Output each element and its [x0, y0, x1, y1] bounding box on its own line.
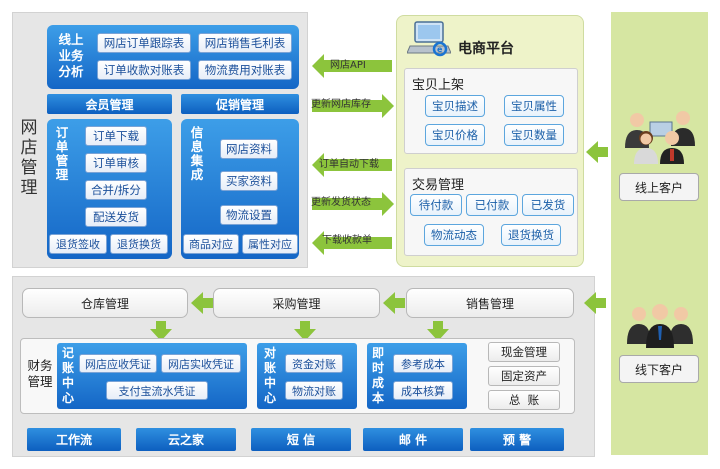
down-arrow-accounting — [150, 321, 172, 341]
reconcile-center-title: 对 账 中 心 — [263, 346, 276, 405]
offline-customers-people-icon — [627, 304, 693, 348]
listing-title: 宝贝上架 — [412, 78, 465, 93]
laptop-icon: e — [407, 21, 451, 57]
promotion-management-bar[interactable]: 促销管理 — [181, 94, 299, 114]
fund-reconcile-button[interactable]: 资金对账 — [285, 354, 343, 373]
paid-button[interactable]: 已付款 — [466, 194, 518, 216]
flow-label-update-shipping: 更新发货状态 — [311, 197, 371, 208]
alert-bar[interactable]: 预 警 — [470, 428, 564, 451]
report-order-payment-button[interactable]: 订单收款对账表 — [97, 60, 191, 80]
cash-management-button[interactable]: 现金管理 — [488, 342, 560, 362]
return-exchange-button[interactable]: 退货换货 — [110, 234, 168, 254]
arrow-download-receipts — [312, 231, 392, 255]
flow-label-download-receipts: 下载收款单 — [322, 235, 372, 246]
order-ship-button[interactable]: 配送发货 — [85, 207, 147, 227]
order-review-button[interactable]: 订单审核 — [85, 153, 147, 173]
arrow-update-stock — [312, 94, 394, 118]
alipay-flow-voucher-button[interactable]: 支付宝流水凭证 — [106, 381, 208, 400]
accounting-center-title: 记 账 中 心 — [61, 346, 74, 405]
trade-return-exchange-button[interactable]: 退货换货 — [501, 224, 561, 246]
shipped-button[interactable]: 已发货 — [522, 194, 574, 216]
svg-text:e: e — [437, 45, 443, 54]
down-arrow-cost — [427, 321, 449, 341]
order-management-title: 订 单 管 理 — [55, 125, 69, 182]
instant-cost-title: 即 时 成 本 — [371, 346, 384, 405]
return-receive-button[interactable]: 退货签收 — [49, 234, 107, 254]
store-received-voucher-button[interactable]: 网店实收凭证 — [161, 354, 241, 373]
item-attributes-button[interactable]: 宝贝属性 — [504, 95, 564, 117]
store-info-button[interactable]: 网店资料 — [220, 139, 278, 159]
arrow-update-shipping — [312, 192, 394, 216]
ecommerce-platform-title: 电商平台 — [458, 41, 514, 57]
logistics-reconcile-button[interactable]: 物流对账 — [285, 381, 343, 400]
down-arrow-reconcile — [294, 321, 316, 341]
purchase-management-box[interactable]: 采购管理 — [213, 288, 380, 318]
online-analysis-title: 线上 业务 分析 — [58, 32, 84, 79]
fixed-assets-button[interactable]: 固定资产 — [488, 366, 560, 386]
online-customers-people-icon — [625, 111, 695, 164]
item-quantity-button[interactable]: 宝贝数量 — [504, 124, 564, 146]
arrow-online-customer — [586, 141, 608, 163]
logistics-settings-button[interactable]: 物流设置 — [220, 205, 278, 225]
logistics-status-button[interactable]: 物流动态 — [424, 224, 484, 246]
report-order-tracking-button[interactable]: 网店订单跟踪表 — [97, 33, 191, 53]
item-description-button[interactable]: 宝贝描述 — [425, 95, 485, 117]
sms-bar[interactable]: 短 信 — [251, 428, 351, 451]
flow-arrows — [312, 54, 394, 255]
arrow-purchase-to-warehouse — [191, 292, 213, 314]
buyer-info-button[interactable]: 买家资料 — [220, 171, 278, 191]
email-bar[interactable]: 邮 件 — [363, 428, 463, 451]
arrow-order-download — [312, 153, 392, 177]
product-mapping-button[interactable]: 商品对应 — [183, 234, 239, 254]
flow-label-store-api: 网店API — [330, 60, 366, 71]
report-sales-margin-button[interactable]: 网店销售毛利表 — [198, 33, 292, 53]
arrow-offline-customer — [584, 292, 606, 314]
customer-column — [611, 12, 708, 455]
sales-management-box[interactable]: 销售管理 — [406, 288, 574, 318]
offline-customers-label: 线下客户 — [619, 355, 699, 383]
info-integration-title: 信 息 集 成 — [190, 125, 204, 182]
reference-cost-button[interactable]: 参考成本 — [393, 354, 453, 373]
cloud-home-bar[interactable]: 云之家 — [136, 428, 236, 451]
order-download-button[interactable]: 订单下载 — [85, 126, 147, 146]
pending-payment-button[interactable]: 待付款 — [410, 194, 462, 216]
finance-management-title: 财务 管理 — [27, 358, 53, 389]
cost-accounting-button[interactable]: 成本核算 — [393, 381, 453, 400]
online-customers-label: 线上客户 — [619, 173, 699, 201]
arrow-store-api — [312, 54, 392, 78]
member-management-bar[interactable]: 会员管理 — [47, 94, 172, 114]
flow-label-update-stock: 更新网店库存 — [311, 99, 371, 110]
workflow-bar[interactable]: 工作流 — [27, 428, 121, 451]
arrow-sales-to-purchase — [383, 292, 405, 314]
warehouse-management-box[interactable]: 仓库管理 — [22, 288, 188, 318]
general-ledger-button[interactable]: 总 账 — [488, 390, 560, 410]
report-logistics-fee-button[interactable]: 物流费用对账表 — [198, 60, 292, 80]
attribute-mapping-button[interactable]: 属性对应 — [242, 234, 298, 254]
store-receivable-voucher-button[interactable]: 网店应收凭证 — [79, 354, 157, 373]
store-management-title: 网 店 管 理 — [20, 118, 38, 198]
flow-label-order-download: 订单自动下载 — [319, 159, 379, 170]
trade-title: 交易管理 — [412, 178, 465, 193]
item-price-button[interactable]: 宝贝价格 — [425, 124, 485, 146]
order-merge-split-button[interactable]: 合并/拆分 — [85, 180, 147, 200]
